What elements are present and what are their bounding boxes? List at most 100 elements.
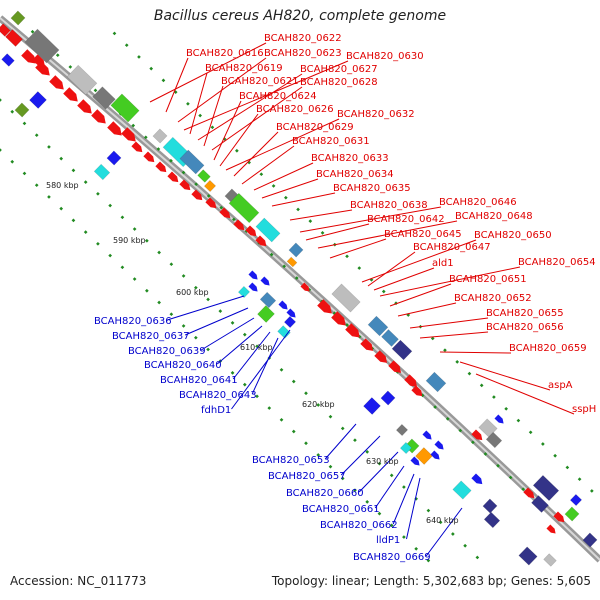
gene-block-cyan <box>93 163 111 181</box>
gene-label[interactable]: BCAH820_0651 <box>449 274 527 285</box>
gene-label[interactable]: BCAH820_0616 <box>186 48 264 59</box>
gene-label[interactable]: BCAH820_0619 <box>205 63 283 74</box>
gene-label[interactable]: BCAH820_0621 <box>221 76 299 87</box>
gene-label[interactable]: ald1 <box>432 258 454 269</box>
tick-dot <box>433 405 437 409</box>
gene-label[interactable]: sspH <box>572 404 596 415</box>
tick-dot <box>59 206 64 211</box>
gene-label[interactable]: BCAH820_0623 <box>264 48 342 59</box>
tick-dot <box>492 395 496 399</box>
gene-label[interactable]: BCAH820_0646 <box>439 197 517 208</box>
leader-line <box>213 100 242 161</box>
gene-label[interactable]: BCAH820_0647 <box>413 242 491 253</box>
left-gene-labels: BCAH820_0636BCAH820_0637BCAH820_0639BCAH… <box>94 316 431 563</box>
gene-label[interactable]: BCAH820_0622 <box>264 33 342 44</box>
gene-block-lightgrey <box>543 553 557 567</box>
gene-arrow-red <box>331 311 346 326</box>
gene-label[interactable]: BCAH820_0632 <box>337 109 415 120</box>
gene-block-green <box>110 93 140 123</box>
tick-dot <box>206 347 210 352</box>
leader-line <box>167 295 245 321</box>
tick-dot <box>389 473 394 478</box>
gene-label[interactable]: BCAH820_0659 <box>509 343 587 354</box>
tick-dot <box>565 465 570 470</box>
gene-arrow-red <box>143 151 155 163</box>
gene-label[interactable]: BCAH820_0654 <box>518 257 596 268</box>
gene-label[interactable]: BCAH820_0630 <box>346 51 424 62</box>
gene-arrow-red <box>523 487 535 499</box>
tick-dot <box>357 266 362 270</box>
gene-block-steel <box>259 291 277 309</box>
tick-dot <box>96 242 100 246</box>
gene-label[interactable]: BCAH820_0669 <box>353 552 431 563</box>
gene-arrow-red <box>546 524 556 534</box>
gene-label[interactable]: BCAH820_0627 <box>300 64 378 75</box>
gene-label[interactable]: BCAH820_0648 <box>455 211 533 222</box>
gene-label[interactable]: BCAH820_0652 <box>454 293 532 304</box>
gene-label[interactable]: BCAH820_0643 <box>179 390 257 401</box>
tick-dot <box>108 253 112 258</box>
tick-dot <box>316 453 321 457</box>
gene-label[interactable]: BCAH820_0628 <box>300 77 378 88</box>
gene-label[interactable]: BCAH820_0624 <box>239 91 317 102</box>
tick-dot <box>10 109 15 114</box>
gene-label[interactable]: BCAH820_0633 <box>311 153 389 164</box>
gene-label[interactable]: BCAH820_0661 <box>302 504 380 515</box>
gene-label[interactable]: aspA <box>548 380 573 391</box>
gene-label[interactable]: BCAH820_0655 <box>486 308 564 319</box>
gene-block-blue <box>363 397 381 415</box>
leader-line <box>392 473 415 525</box>
tick-dot <box>328 414 333 419</box>
gene-arrow-blue <box>248 282 258 292</box>
tick-dot <box>377 461 382 466</box>
gene-label[interactable]: BCAH820_0635 <box>333 183 411 194</box>
gene-label[interactable]: lldP1 <box>376 535 400 546</box>
gene-label[interactable]: BCAH820_0639 <box>128 346 206 357</box>
tick-dot <box>475 555 480 560</box>
gene-label[interactable]: fdhD1 <box>201 405 231 416</box>
tick-dot <box>451 532 455 536</box>
gene-label[interactable]: BCAH820_0634 <box>316 169 394 180</box>
gene-label[interactable]: BCAH820_0660 <box>286 488 364 499</box>
tick-dot <box>235 148 239 153</box>
gene-label[interactable]: BCAH820_0641 <box>160 375 238 386</box>
tick-dot <box>296 207 300 212</box>
leader-line <box>225 118 340 171</box>
gene-label[interactable]: BCAH820_0636 <box>94 316 172 327</box>
gene-block-navy <box>532 474 560 502</box>
gene-label[interactable]: BCAH820_0640 <box>144 360 222 371</box>
gene-label[interactable]: BCAH820_0645 <box>384 229 462 240</box>
gene-arrow-red <box>191 189 203 201</box>
tick-dot <box>59 156 64 161</box>
gene-label[interactable]: BCAH820_0629 <box>276 122 354 133</box>
tick-dot <box>83 180 88 184</box>
tick-dot <box>443 348 447 353</box>
tick-dot <box>294 276 299 280</box>
leader-line <box>261 178 319 199</box>
leader-line <box>271 192 336 207</box>
tick-dot <box>458 428 463 433</box>
gene-label[interactable]: BCAH820_0642 <box>367 214 445 225</box>
gene-block-grey <box>24 28 60 64</box>
gene-arrow-red <box>404 374 418 387</box>
tick-dot <box>242 382 247 387</box>
gene-label[interactable]: BCAH820_0637 <box>112 331 190 342</box>
tick-dot <box>108 203 112 208</box>
tick-dot <box>402 535 406 539</box>
tick-dot <box>47 195 51 199</box>
tick-dot <box>71 168 76 173</box>
scale-label: 610 kbp <box>240 343 273 352</box>
gene-label[interactable]: BCAH820_0650 <box>474 230 552 241</box>
gene-label[interactable]: BCAH820_0638 <box>350 200 428 211</box>
gene-label[interactable]: BCAH820_0626 <box>256 104 334 115</box>
tick-dot <box>120 265 125 270</box>
gene-arrow-red <box>155 161 167 173</box>
gene-label[interactable]: BCAH820_0631 <box>292 136 370 147</box>
gene-label[interactable]: BCAH820_0653 <box>252 455 330 466</box>
tick-dot <box>438 520 443 525</box>
gene-block-steel <box>381 329 399 347</box>
gene-label[interactable]: BCAH820_0657 <box>268 471 346 482</box>
gene-arrow-blue <box>430 450 440 460</box>
gene-label[interactable]: BCAH820_0656 <box>486 322 564 333</box>
gene-label[interactable]: BCAH820_0662 <box>320 520 398 531</box>
